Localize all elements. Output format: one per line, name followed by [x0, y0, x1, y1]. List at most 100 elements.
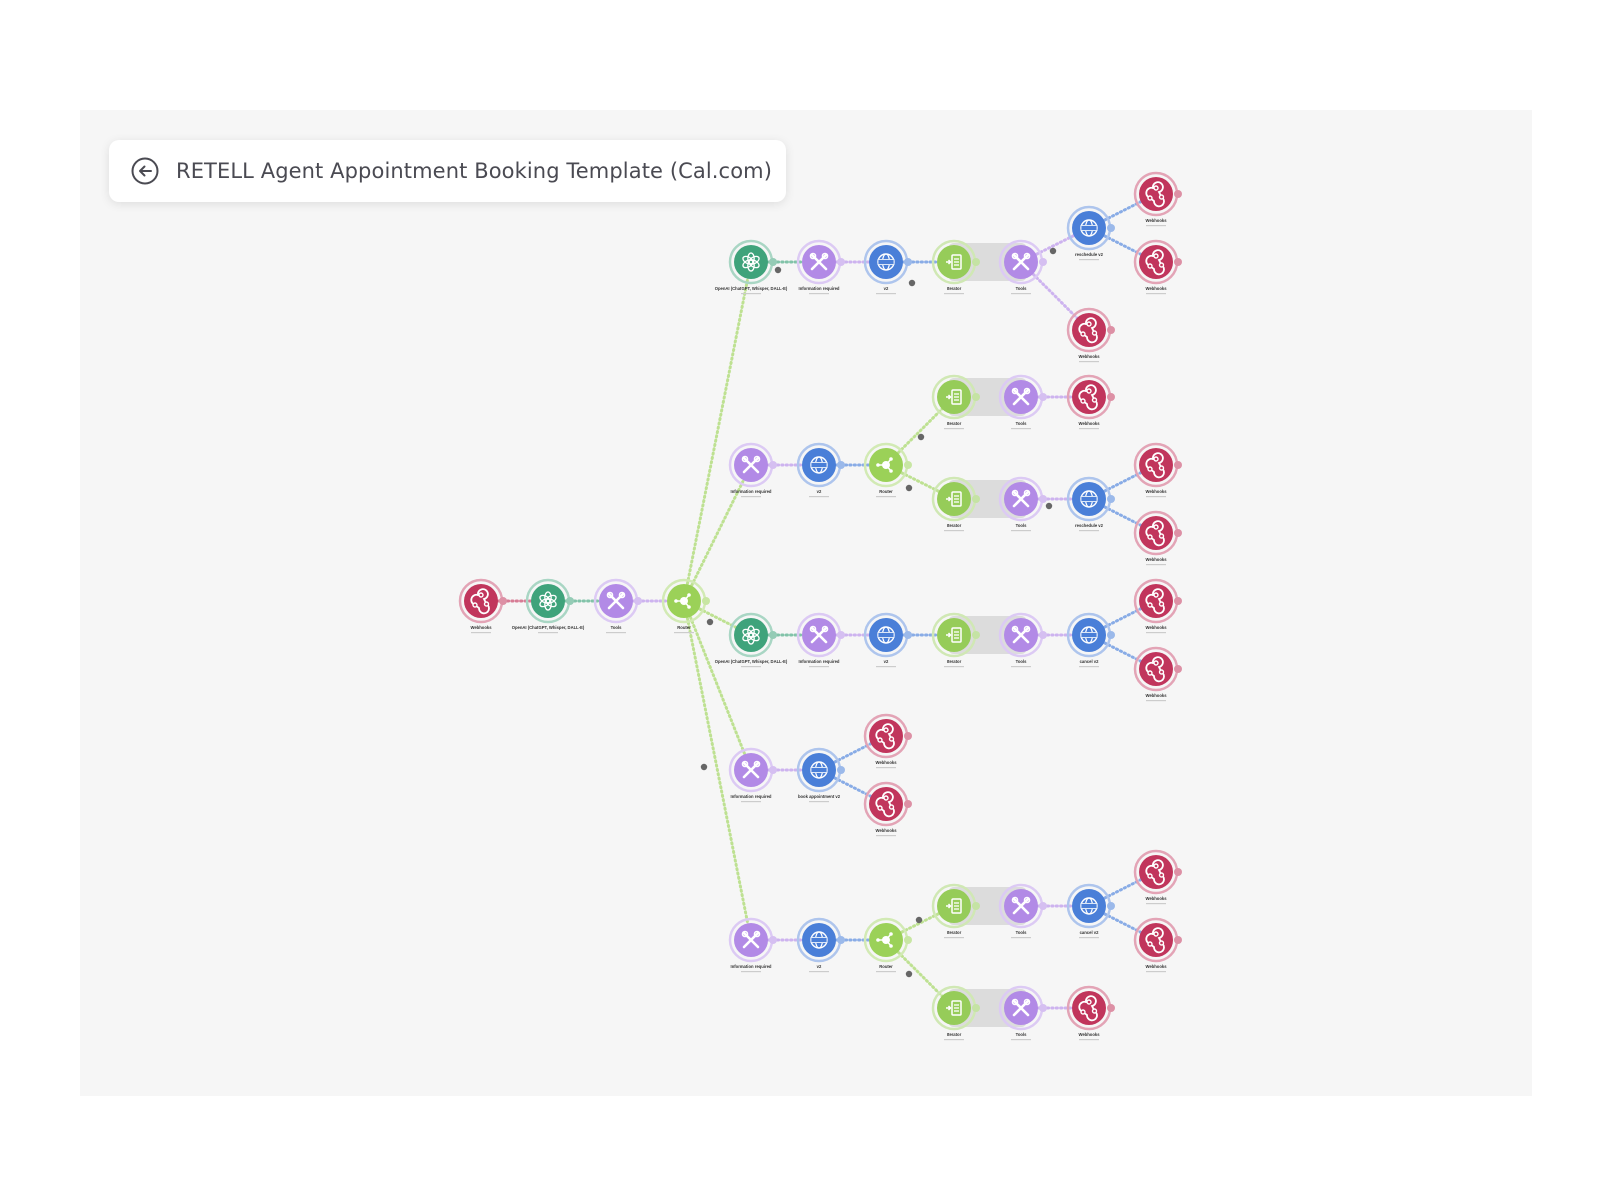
module-label: Information required — [731, 794, 772, 799]
tools-icon — [1011, 625, 1031, 644]
filter-icon[interactable] — [908, 279, 916, 287]
openai-module[interactable]: OpenAI (ChatGPT, Whisper, DALL-E) — [512, 578, 585, 634]
module-label: Iterator — [947, 930, 962, 935]
webhooks-module[interactable]: Webhooks — [1133, 646, 1182, 702]
openai-icon — [742, 625, 760, 645]
filter-icon[interactable] — [1049, 247, 1057, 255]
http-module[interactable]: v2 — [863, 612, 912, 668]
webhook-icon — [1145, 927, 1165, 954]
iterator-module[interactable]: Iterator — [931, 612, 980, 668]
webhooks-module[interactable]: Webhooks — [1133, 442, 1182, 498]
connection-link — [682, 463, 753, 603]
webhooks-module[interactable]: Webhooks — [1066, 374, 1115, 430]
tools-module[interactable]: Tools — [998, 476, 1047, 532]
webhook-icon — [1145, 249, 1165, 276]
iterator-module[interactable]: Iterator — [931, 239, 980, 295]
module-label: cancel v2 — [1080, 930, 1100, 935]
http-module[interactable]: cancel v2 — [1066, 883, 1115, 939]
webhook-icon — [875, 791, 895, 818]
tools-icon — [1011, 387, 1031, 406]
arrow-left-circle-icon — [131, 157, 159, 185]
tools-module[interactable]: Tools — [593, 578, 642, 634]
module-label: reschedule v2 — [1075, 252, 1104, 257]
webhooks-module[interactable]: Webhooks — [1066, 985, 1115, 1041]
tools-icon — [741, 760, 761, 779]
http-globe-icon — [1080, 490, 1098, 508]
http-module[interactable]: v2 — [863, 239, 912, 295]
back-button[interactable] — [128, 154, 162, 188]
tools-module[interactable]: Information required — [728, 917, 777, 973]
connection-link — [682, 260, 753, 603]
webhooks-module[interactable]: Webhooks — [1133, 510, 1182, 566]
page-title: RETELL Agent Appointment Booking Templat… — [176, 159, 773, 183]
http-module[interactable]: v2 — [796, 917, 845, 973]
tools-module[interactable]: Information required — [728, 747, 777, 803]
filter-icon[interactable] — [1045, 502, 1053, 510]
http-module[interactable]: v2 — [796, 442, 845, 498]
webhooks-module[interactable]: Webhooks — [1066, 307, 1115, 363]
iterator-icon — [946, 491, 962, 507]
http-globe-icon — [877, 253, 895, 271]
webhook-icon — [1145, 452, 1165, 479]
tools-module[interactable]: Tools — [998, 985, 1047, 1041]
iterator-module[interactable]: Iterator — [931, 883, 980, 939]
webhooks-module[interactable]: Webhooks — [863, 713, 912, 769]
router-module[interactable]: Router — [863, 442, 912, 498]
module-label: Information required — [731, 489, 772, 494]
iterator-module[interactable]: Iterator — [931, 374, 980, 430]
tools-module[interactable]: Tools — [998, 612, 1047, 668]
tools-module[interactable]: Tools — [998, 239, 1047, 295]
iterator-icon — [946, 389, 962, 405]
module-label: Iterator — [947, 286, 962, 291]
filter-icon[interactable] — [905, 970, 913, 978]
module-label: reschedule v2 — [1075, 523, 1104, 528]
iterator-icon — [946, 1000, 962, 1016]
module-label: Iterator — [947, 421, 962, 426]
filter-icon[interactable] — [700, 763, 708, 771]
webhooks-module[interactable]: Webhooks — [1133, 917, 1182, 973]
tools-module[interactable]: Tools — [998, 883, 1047, 939]
tools-module[interactable]: Information required — [796, 612, 845, 668]
iterator-module[interactable]: Iterator — [931, 476, 980, 532]
webhooks-module[interactable]: Webhooks — [1133, 239, 1182, 295]
http-module[interactable]: reschedule v2 — [1066, 476, 1115, 532]
module-label: book appointment v2 — [798, 794, 841, 799]
iterator-module[interactable]: Iterator — [931, 985, 980, 1041]
webhooks-module[interactable]: Webhooks — [1133, 171, 1182, 227]
openai-module[interactable]: OpenAI (ChatGPT, Whisper, DALL-E) — [715, 612, 788, 668]
webhooks-module[interactable]: Webhooks — [1133, 849, 1182, 905]
module-label: Information required — [799, 286, 840, 291]
http-module[interactable]: book appointment v2 — [796, 747, 845, 803]
filter-icon[interactable] — [905, 484, 913, 492]
filter-icon[interactable] — [774, 266, 782, 274]
filter-icon[interactable] — [706, 618, 714, 626]
webhooks-module[interactable]: Webhooks — [458, 578, 507, 634]
router-icon — [876, 457, 893, 473]
tools-module[interactable]: Information required — [728, 442, 777, 498]
router-module[interactable]: Router — [661, 578, 710, 634]
webhook-icon — [1078, 317, 1098, 344]
module-label: Webhooks — [1145, 218, 1167, 223]
router-module[interactable]: Router — [863, 917, 912, 973]
module-label: Webhooks — [1145, 557, 1167, 562]
module-label: Tools — [1016, 659, 1028, 664]
http-module[interactable]: reschedule v2 — [1066, 205, 1115, 261]
http-globe-icon — [1080, 897, 1098, 915]
tools-module[interactable]: Tools — [998, 374, 1047, 430]
module-label: Router — [677, 625, 691, 630]
filter-icon[interactable] — [915, 916, 923, 924]
tools-module[interactable]: Information required — [796, 239, 845, 295]
module-label: Router — [879, 489, 893, 494]
webhooks-module[interactable]: Webhooks — [863, 781, 912, 837]
iterator-icon — [946, 254, 962, 270]
openai-icon — [742, 252, 760, 272]
module-label: Webhooks — [1078, 1032, 1100, 1037]
openai-module[interactable]: OpenAI (ChatGPT, Whisper, DALL-E) — [715, 239, 788, 295]
filter-icon[interactable] — [917, 433, 925, 441]
webhooks-module[interactable]: Webhooks — [1133, 578, 1182, 634]
module-label: Webhooks — [875, 828, 897, 833]
tools-icon — [606, 591, 626, 610]
http-module[interactable]: cancel v2 — [1066, 612, 1115, 668]
router-icon — [876, 932, 893, 948]
webhook-icon — [470, 588, 490, 615]
